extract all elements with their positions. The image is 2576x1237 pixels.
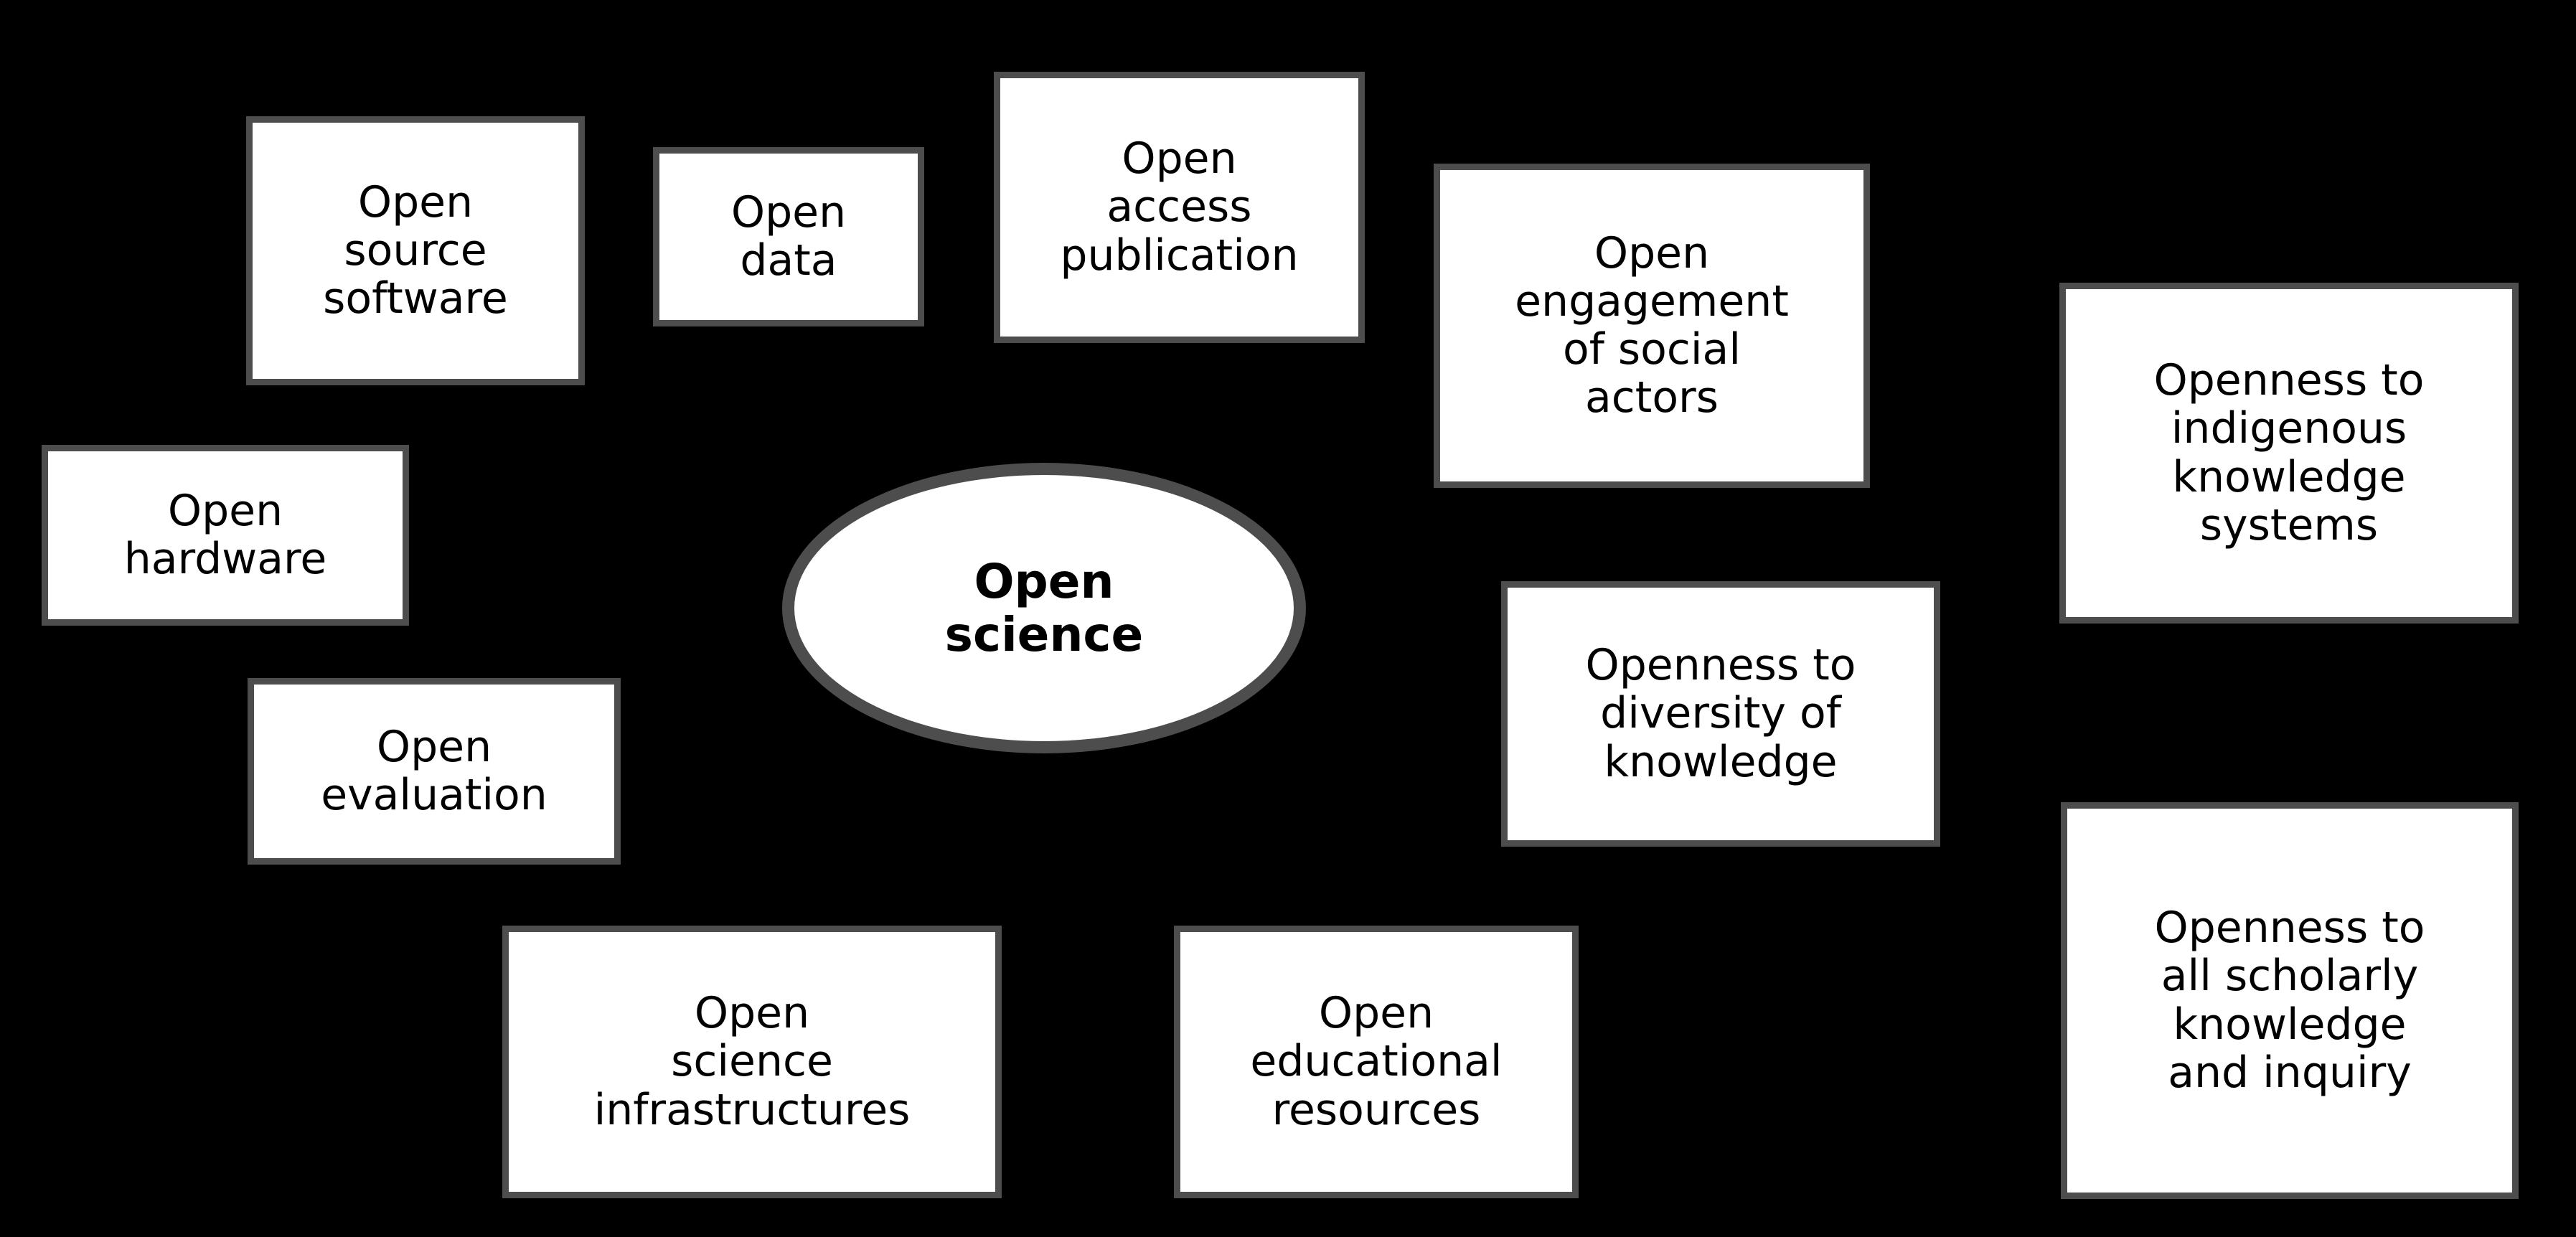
node-openness-to-diversity-of-knowledge: Openness to diversity of knowledge — [1501, 581, 1940, 847]
node-open-access-publication: Open access publication — [994, 72, 1365, 343]
node-open-science-infrastructures: Open science infrastructures — [502, 926, 1002, 1198]
node-openness-to-all-scholarly-knowledge-and-inquiry: Openness to all scholarly knowledge and … — [2061, 802, 2519, 1199]
node-open-evaluation: Open evaluation — [248, 678, 621, 865]
node-open-educational-resources: Open educational resources — [1174, 926, 1579, 1198]
node-open-science-center: Open science — [782, 463, 1306, 753]
node-open-hardware: Open hardware — [42, 445, 409, 626]
node-open-source-software: Open source software — [246, 116, 585, 385]
node-open-data: Open data — [653, 147, 924, 326]
node-openness-to-indigenous-knowledge-systems: Openness to indigenous knowledge systems — [2059, 283, 2519, 624]
node-open-engagement-of-social-actors: Open engagement of social actors — [1434, 164, 1870, 488]
